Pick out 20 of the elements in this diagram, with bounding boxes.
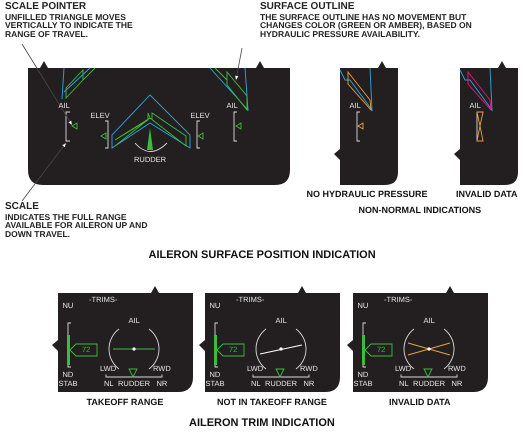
- section-heading: AILERON SURFACE POSITION INDICATION: [148, 250, 376, 261]
- pointer-triangle: [71, 122, 78, 130]
- callout-heading: SCALE: [5, 202, 40, 212]
- callout-text: INDICATES THE FULL RANGE AVAILABLE FOR AILERON UP AND DOWN TRAVEL.: [5, 212, 148, 240]
- callout-heading: SCALE POINTER: [5, 2, 88, 12]
- callout-text: THE SURFACE OUTLINE HAS NO MOVEMENT BUT CHANGES COLOR (GREEN OR AMBER), BASED ON HYDRAULIC PRESSURE AVAILABILITY.: [260, 12, 473, 40]
- scale-bracket: [66, 112, 70, 142]
- caption: INVALID DATA: [389, 398, 450, 407]
- leader-line: [22, 142, 67, 202]
- surface-outline: [226, 70, 248, 112]
- callout-heading: SURFACE OUTLINE: [260, 2, 356, 12]
- leader-line: [22, 44, 72, 126]
- caption: TAKEOFF RANGE: [86, 398, 164, 407]
- caption: INVALID DATA: [456, 190, 518, 199]
- caption: NON-NORMAL INDICATIONS: [358, 206, 482, 215]
- section-heading: AILERON TRIM INDICATION: [189, 418, 335, 429]
- leader-line: [234, 48, 242, 81]
- caption: NOT IN TAKEOFF RANGE: [217, 398, 327, 407]
- caption: NO HYDRAULIC PRESSURE: [306, 190, 428, 199]
- callout-text: UNFILLED TRIANGLE MOVES VERTICALLY TO INDICATE THE RANGE OF TRAVEL.: [5, 12, 134, 40]
